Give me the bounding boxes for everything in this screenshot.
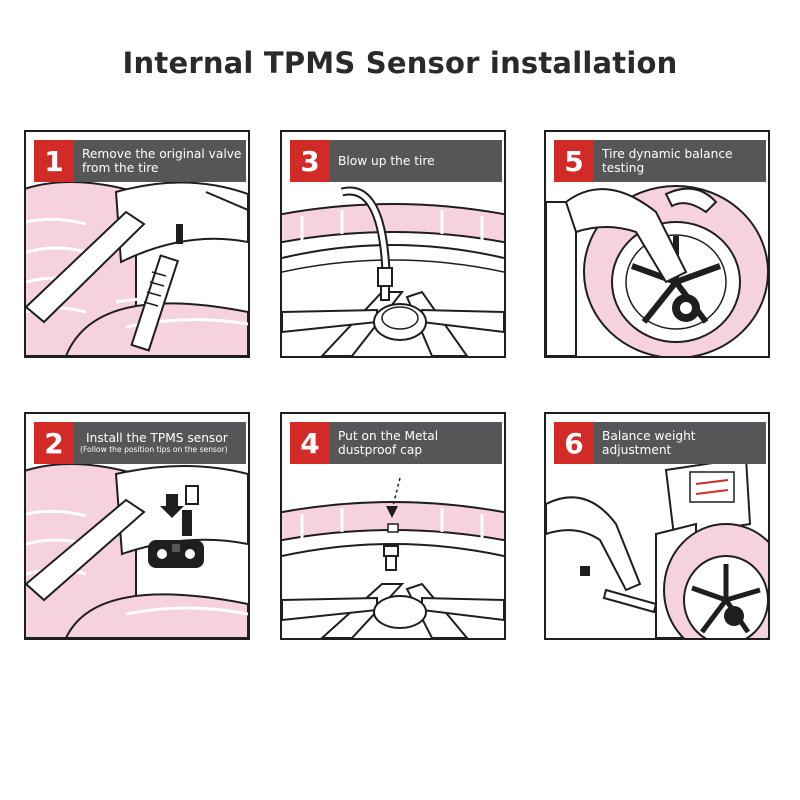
tire-inflation-illustration [282,186,504,356]
step-caption: Put on the Metal dustproof cap [330,429,438,458]
step-caption-line1: Blow up the tire [338,153,435,168]
step-banner-2: 2 Install the TPMS sensor (Follow the po… [34,422,246,464]
step-banner-6: 6 Balance weight adjustment [554,422,766,464]
step-banner-5: 5 Tire dynamic balance testing [554,140,766,182]
step-caption: Tire dynamic balance testing [594,147,733,176]
step-panel-1: 1 Remove the original valve from the tir… [24,130,250,358]
step-number-badge: 6 [554,422,594,464]
step-caption-line2: (Follow the position tips on the sensor) [80,445,228,455]
step-panel-3: 3 Blow up the tire [280,130,506,358]
step-banner-3: 3 Blow up the tire [290,140,502,182]
step-number-badge: 4 [290,422,330,464]
balance-weight-adjustment-illustration [546,456,768,638]
step-panel-2: 2 Install the TPMS sensor (Follow the po… [24,412,250,640]
step-caption-line1: Balance weight adjustment [602,428,696,457]
step-caption-line1: Install the TPMS sensor [86,430,228,445]
dynamic-balance-test-illustration [546,185,768,356]
step-caption-line1: Remove the original valve [82,146,242,161]
step-number-badge: 1 [34,140,74,182]
step-panel-4: 4 Put on the Metal dustproof cap [280,412,506,640]
step-caption: Balance weight adjustment [594,429,766,458]
step-caption: Install the TPMS sensor (Follow the posi… [74,431,228,455]
step-number-badge: 3 [290,140,330,182]
tpms-sensor-install-illustration [26,463,248,638]
step-panel-5: 5 Tire dynamic balance testing [544,130,770,358]
dustproof-cap-illustration [282,477,504,638]
step-caption-line1: Put on the Metal [338,428,439,443]
step-number-badge: 2 [34,422,74,464]
tire-valve-removal-illustration [26,181,248,356]
step-number-badge: 5 [554,140,594,182]
step-caption-line1: Tire dynamic balance [602,146,733,161]
page-title: Internal TPMS Sensor installation [122,46,678,80]
step-caption: Remove the original valve from the tire [74,147,241,176]
step-caption-line2: from the tire [82,161,159,175]
step-banner-1: 1 Remove the original valve from the tir… [34,140,246,182]
step-caption: Blow up the tire [330,154,435,168]
step-caption-line2: dustproof cap [338,443,423,457]
step-banner-4: 4 Put on the Metal dustproof cap [290,422,502,464]
step-panel-6: 6 Balance weight adjustment [544,412,770,640]
step-caption-line2: testing [602,161,645,175]
